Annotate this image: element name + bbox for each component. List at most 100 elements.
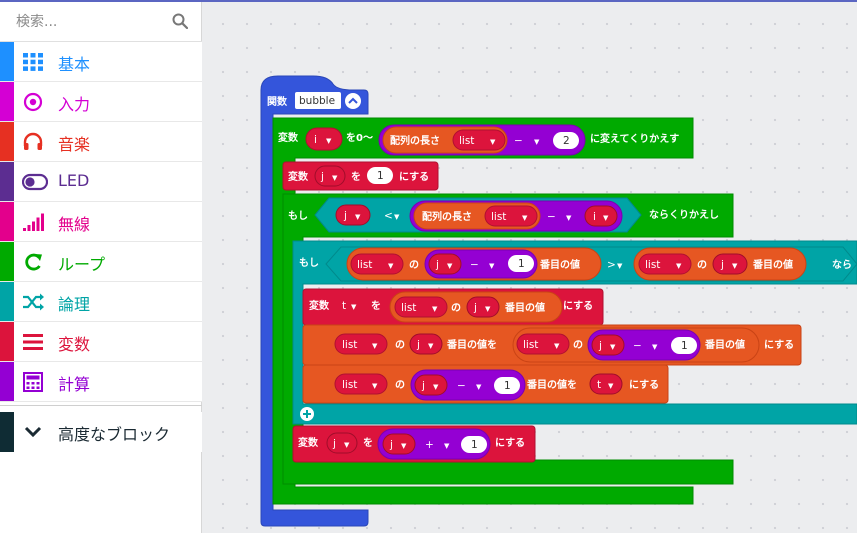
number-value: 2 [563,135,570,147]
svg-text:▼: ▼ [447,262,453,270]
list-dropdown[interactable]: list ▼ [484,205,538,227]
svg-text:▼: ▼ [444,442,450,450]
search-input[interactable] [16,10,166,34]
search-icon[interactable] [172,13,188,29]
target-icon [23,92,43,112]
svg-text:j: j [389,439,393,451]
function-block[interactable]: 関数 bubble [260,75,369,527]
category-led[interactable]: LED [0,162,202,202]
svg-text:▼: ▼ [534,138,540,146]
svg-text:▼: ▼ [566,214,572,222]
svg-text:i: i [593,211,596,223]
variable-t[interactable]: t ▼ [589,373,623,395]
set-suffix: にする [495,437,525,449]
function-name: bubble [299,95,335,107]
variable-j[interactable]: j ▼ [409,333,443,355]
list-dropdown[interactable]: list ▼ [516,333,570,355]
number-value: 1 [377,170,384,182]
category-label: 高度なブロック [58,425,171,444]
array-set-block-2[interactable]: list ▼ の j ▼ − ▼ 1 番目の値を t ▼ にする [302,364,669,404]
svg-text:▼: ▼ [355,213,361,221]
category-advanced[interactable]: 高度なブロック [0,412,202,452]
svg-text:▼: ▼ [332,174,338,182]
number-input[interactable] [461,436,487,453]
variable-j[interactable]: j ▼ [591,334,625,356]
top-accent-line [0,0,857,2]
svg-text:▼: ▼ [610,343,616,351]
category-variables[interactable]: 変数 [0,322,202,362]
variable-dropdown[interactable]: t ▼ [342,300,357,312]
svg-text:list: list [357,259,372,271]
operator-dropdown[interactable]: + ▼ [425,439,450,451]
svg-text:t: t [342,300,346,312]
list-dropdown[interactable]: list ▼ [452,129,506,151]
number-input[interactable] [494,377,520,394]
category-basic[interactable]: 基本 [0,42,202,82]
add-else-icon[interactable] [300,407,314,421]
list-dropdown[interactable]: list ▼ [334,373,388,395]
variable-j[interactable]: j ▼ [382,433,416,455]
function-name-field[interactable] [295,92,341,109]
number-input[interactable] [553,132,579,149]
category-input[interactable]: 入力 [0,82,202,122]
category-stripe [0,282,14,321]
operator-dropdown[interactable]: − ▼ [457,380,482,392]
collapse-icon[interactable] [345,93,361,109]
svg-text:▼: ▼ [617,262,623,270]
number-input[interactable] [367,167,393,184]
compare-operator-dropdown[interactable]: > ▼ [607,259,623,271]
svg-text:▼: ▼ [608,382,614,390]
loop-icon [25,253,42,271]
variable-dropdown[interactable]: j ▼ [314,165,346,187]
svg-text:j: j [598,340,602,352]
category-logic[interactable]: 論理 [0,282,202,322]
category-radio[interactable]: 無線 [0,202,202,242]
blocks-workspace[interactable]: 関数 bubble 変数 i ▼ を0〜 配列の長さ list ▼ − ▼ [203,2,857,533]
variable-i[interactable]: i ▼ [584,205,618,227]
category-stripe [0,82,14,121]
list-dropdown[interactable]: list ▼ [334,333,388,355]
number-input[interactable] [508,255,534,272]
list-dropdown[interactable]: list ▼ [394,296,448,318]
of-label: の [409,260,419,271]
operator-dropdown[interactable]: − ▼ [470,259,495,271]
category-stripe [0,122,14,161]
svg-text:−: − [547,211,556,223]
operator-dropdown[interactable]: − ▼ [514,135,540,147]
category-math[interactable]: 計算 [0,362,202,402]
list-dropdown[interactable]: list ▼ [350,253,404,275]
variable-j[interactable]: j ▼ [712,253,748,275]
svg-text:▼: ▼ [490,138,496,146]
while-loop-block[interactable]: もし j ▼ < ▼ 配列の長さ list ▼ − ▼ i ▼ ならくりかえし [282,193,734,485]
operator-dropdown[interactable]: − ▼ [633,340,658,352]
for-variable-dropdown[interactable]: i ▼ [305,127,343,151]
increment-j-block[interactable]: 変数 j ▼ を j ▼ + ▼ 1 にする [292,425,536,463]
svg-text:−: − [470,259,479,271]
variable-j[interactable]: j ▼ [428,253,462,275]
number-input[interactable] [671,337,697,354]
category-loops[interactable]: ループ [0,242,202,282]
compare-operator-dropdown[interactable]: < ▼ [384,210,400,222]
svg-text:▼: ▼ [489,262,495,270]
toolbox-search [0,2,202,42]
svg-text:▼: ▼ [351,303,357,311]
set-variable-t-block[interactable]: 変数 t ▼ を list ▼ の j ▼ 番目の値 にする [302,288,604,326]
array-set-block-1[interactable]: list ▼ の j ▼ 番目の値を list ▼ の j ▼ − ▼ 1 番目… [302,324,802,366]
svg-text:list: list [401,302,416,314]
variable-j[interactable]: j ▼ [414,374,448,396]
set-variable-block[interactable]: 変数 j ▼ を 1 にする [282,161,439,191]
set-label: 変数 [309,299,330,312]
for-loop-block[interactable]: 変数 i ▼ を0〜 配列の長さ list ▼ − ▼ 2 に変えてくりかえす [272,117,694,505]
index-suffix: 番目の値 [752,258,793,271]
svg-text:j: j [720,259,724,271]
set-to-label: を [371,300,381,312]
operator-dropdown[interactable]: − ▼ [547,211,572,223]
if-block[interactable]: もし list ▼ の j ▼ − ▼ 1 番目の値 > ▼ li [292,240,857,425]
category-music[interactable]: 音楽 [0,122,202,162]
variable-dropdown[interactable]: j ▼ [326,432,358,454]
variable-j[interactable]: j ▼ [466,296,500,318]
if-suffix: なら [832,259,852,271]
svg-text:list: list [491,211,506,223]
variable-j[interactable]: j ▼ [335,204,371,226]
list-dropdown[interactable]: list ▼ [638,253,692,275]
